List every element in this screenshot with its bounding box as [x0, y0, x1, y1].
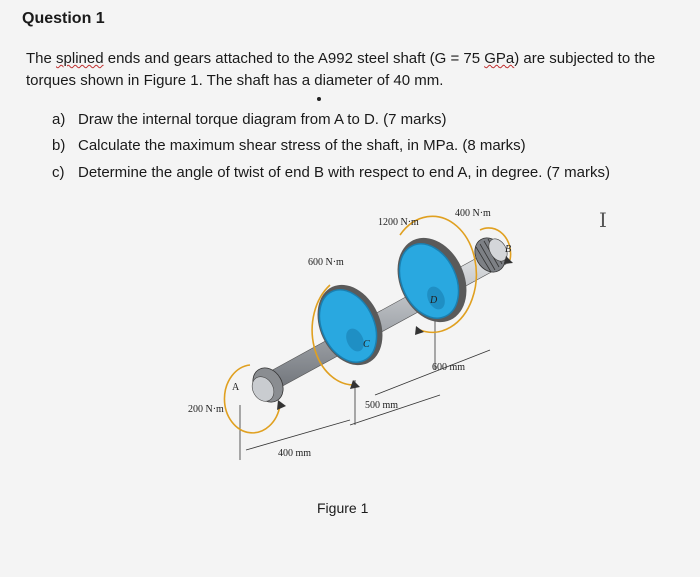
part-b: b) Calculate the maximum shear stress of …	[52, 137, 526, 154]
spline-end-b	[474, 237, 508, 273]
arrow-heads	[277, 256, 513, 410]
length-label-db: 600 mm	[432, 362, 465, 373]
point-label-b: B	[505, 244, 511, 255]
gear-c	[317, 284, 383, 366]
part-letter: c)	[52, 164, 65, 181]
intro-text: The	[26, 50, 57, 67]
length-label-ac: 400 mm	[278, 448, 311, 459]
intro-text: ends and gears attached to the A992 stee…	[103, 50, 485, 67]
spline-end-a	[251, 367, 284, 403]
intro-text: ) are subjected to the	[514, 50, 656, 67]
torque-arrows	[223, 215, 512, 434]
part-letter: a)	[52, 111, 66, 128]
dimension-lines	[239, 320, 491, 460]
torque-label-a: 200 N·m	[188, 404, 224, 415]
torque-label-c: 600 N·m	[308, 257, 344, 268]
point-label-c: C	[363, 339, 370, 350]
part-text: Calculate the maximum shear stress of th…	[78, 137, 526, 154]
torque-label-d: 1200 N·m	[378, 217, 419, 228]
length-label-cd: 500 mm	[365, 400, 398, 411]
part-c: c) Determine the angle of twist of end B …	[52, 164, 610, 181]
shaft	[257, 247, 507, 395]
part-a: a) Draw the internal torque diagram from …	[52, 111, 446, 128]
question-intro: The splined ends and gears attached to t…	[26, 48, 686, 92]
part-text: Draw the internal torque diagram from A …	[78, 111, 447, 128]
point-label-d: D	[429, 295, 438, 306]
intro-line-1: The splined ends and gears attached to t…	[26, 48, 686, 70]
text-cursor-icon: I	[599, 208, 607, 232]
part-letter: b)	[52, 137, 66, 154]
question-heading: Question 1	[22, 10, 105, 27]
shaft-figure: 1200 N·m 400 N·m 600 N·m 200 N·m A B C D…	[188, 208, 513, 460]
gear-d	[397, 237, 467, 323]
part-text: Determine the angle of twist of end B wi…	[78, 164, 610, 181]
figure-caption: Figure 1	[317, 500, 369, 516]
torque-label-b: 400 N·m	[455, 208, 491, 219]
intro-splined-word: splined	[56, 50, 104, 67]
bullet-dot	[317, 97, 321, 101]
point-label-a: A	[232, 382, 240, 393]
intro-gpa-word: GPa	[484, 50, 515, 67]
intro-line-2: torques shown in Figure 1. The shaft has…	[26, 72, 444, 89]
